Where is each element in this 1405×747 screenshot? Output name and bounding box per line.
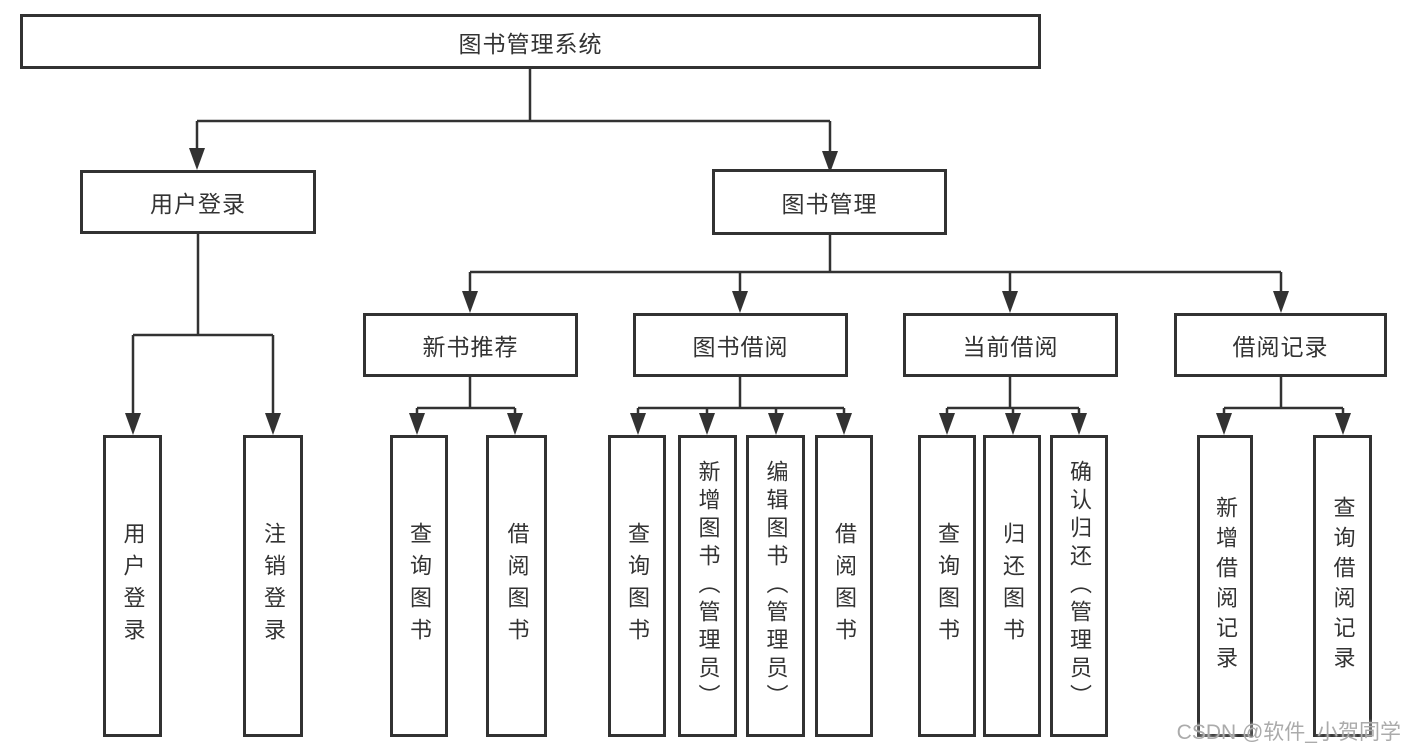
leaf-bb-borrow-books: 借阅图书 <box>815 435 873 737</box>
node-current-borrowing: 当前借阅 <box>903 313 1118 377</box>
arrowheads <box>125 148 1351 435</box>
leaf-bb-add-books: 新增图书（管理员） <box>678 435 737 737</box>
leaf-cb-confirm-return-label: 确认归还（管理员） <box>1067 460 1092 712</box>
node-current-borrowing-label: 当前借阅 <box>962 334 1059 360</box>
node-new-book-recommendation: 新书推荐 <box>363 313 578 377</box>
leaf-cb-query-books: 查询图书 <box>918 435 976 737</box>
node-borrowing-records: 借阅记录 <box>1174 313 1387 377</box>
leaf-logout: 注销登录 <box>243 435 303 737</box>
leaf-bb-query-books: 查询图书 <box>608 435 666 737</box>
node-borrowing-records-label: 借阅记录 <box>1232 334 1329 360</box>
leaf-br-query-record: 查询借阅记录 <box>1313 435 1372 737</box>
leaf-nbr-borrow-books: 借阅图书 <box>486 435 547 737</box>
leaf-cb-return-books: 归还图书 <box>983 435 1041 737</box>
leaf-bb-edit-books: 编辑图书（管理员） <box>746 435 805 737</box>
node-user-login: 用户登录 <box>80 170 316 234</box>
leaf-bb-borrow-books-label: 借阅图书 <box>832 522 857 650</box>
leaf-bb-query-books-label: 查询图书 <box>625 522 650 650</box>
node-root-label: 图书管理系统 <box>458 30 603 57</box>
node-user-login-label: 用户登录 <box>150 191 246 217</box>
leaf-br-add-record: 新增借阅记录 <box>1197 435 1253 737</box>
leaf-cb-confirm-return: 确认归还（管理员） <box>1050 435 1108 737</box>
leaf-cb-query-books-label: 查询图书 <box>935 522 960 650</box>
leaf-nbr-borrow-books-label: 借阅图书 <box>504 522 530 650</box>
csdn-watermark: CSDN @软件_小贺同学 <box>1176 721 1401 744</box>
leaf-br-query-record-label: 查询借阅记录 <box>1330 496 1356 676</box>
leaf-nbr-query-books-label: 查询图书 <box>407 522 432 650</box>
leaf-cb-return-books-label: 归还图书 <box>1000 522 1025 650</box>
node-book-borrowing: 图书借阅 <box>633 313 848 377</box>
leaf-br-add-record-label: 新增借阅记录 <box>1213 496 1238 676</box>
leaf-user-login: 用户登录 <box>103 435 162 737</box>
leaf-nbr-query-books: 查询图书 <box>390 435 448 737</box>
leaf-user-login-label: 用户登录 <box>120 522 146 650</box>
node-book-borrowing-label: 图书借阅 <box>692 334 789 360</box>
leaf-bb-add-books-label: 新增图书（管理员） <box>695 460 721 712</box>
node-book-management: 图书管理 <box>712 169 947 235</box>
node-new-book-recommendation-label: 新书推荐 <box>422 334 519 360</box>
leaf-logout-label: 注销登录 <box>261 522 286 650</box>
node-root: 图书管理系统 <box>20 14 1041 69</box>
leaf-bb-edit-books-label: 编辑图书（管理员） <box>763 460 789 712</box>
node-book-management-label: 图书管理 <box>781 191 878 217</box>
